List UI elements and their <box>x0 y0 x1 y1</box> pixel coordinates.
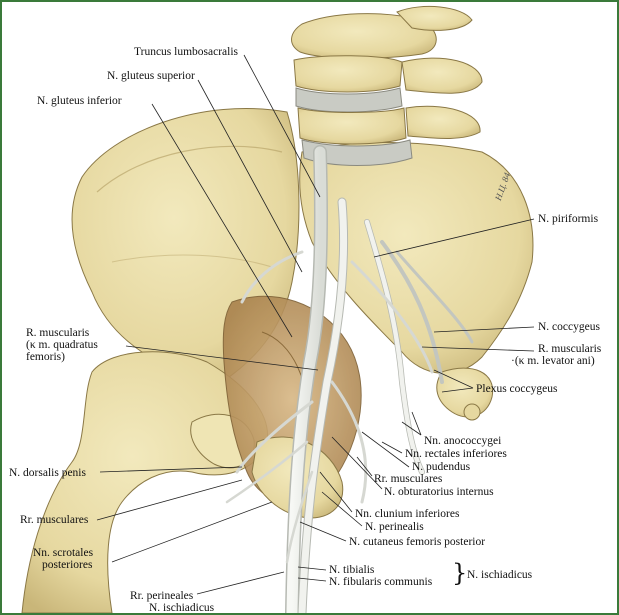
label-r-muscularis-quadratus: R. muscularis <box>26 327 90 339</box>
label-n-tibialis: N. tibialis <box>329 564 375 576</box>
label-quadratus: (κ m. quadratus <box>26 339 98 351</box>
nerve-bundles <box>225 145 474 613</box>
label-n-obturatorius-internus: N. obturatorius internus <box>384 486 494 498</box>
label-posteriores: posteriores <box>42 559 93 571</box>
label-femoris: femoris) <box>26 351 65 363</box>
label-n-pudendus: N. pudendus <box>412 461 471 473</box>
label-nn-rectales-inferiores: Nn. rectales inferiores <box>405 448 507 460</box>
label-n-fibularis-communis: N. fibularis communis <box>329 576 433 588</box>
label-n-piriformis: N. piriformis <box>538 213 599 225</box>
brace-ischiadicus: } <box>452 559 468 587</box>
label-n-gluteus-superior: N. gluteus superior <box>107 70 195 82</box>
label-n-coccygeus: N. coccygeus <box>538 321 600 333</box>
label-n-ischiadicus-brace: N. ischiadicus <box>467 569 533 581</box>
coccyx <box>436 367 494 418</box>
label-nn-anococcygei: Nn. anococcygei <box>424 435 502 447</box>
label-nn-clunium-inferiores: Nn. clunium inferiores <box>355 508 460 520</box>
label-levator-ani: ·(κ m. levator ani) <box>511 355 595 367</box>
label-n-ischiadicus-bottom: N. ischiadicus <box>149 602 215 614</box>
label-n-cutaneus-femoris-posterior: N. cutaneus femoris posterior <box>349 536 486 548</box>
label-rr-musculares-left: Rr. musculares <box>20 514 89 526</box>
label-truncus-lumbosacralis: Truncus lumbosacralis <box>134 46 239 58</box>
label-n-gluteus-inferior: N. gluteus inferior <box>37 95 122 107</box>
label-nn-scrotales: Nn. scrotales <box>33 547 94 559</box>
lumbar-vertebrae <box>291 5 483 166</box>
leader-lines <box>96 54 535 595</box>
label-rr-perineales: Rr. perineales <box>130 590 194 602</box>
label-plexus-coccygeus: Plexus coccygeus <box>476 383 558 395</box>
label-n-perinealis: N. perinealis <box>365 521 424 533</box>
label-rr-musculares-right: Rr. musculares <box>374 473 443 485</box>
label-n-dorsalis-penis: N. dorsalis penis <box>9 467 86 479</box>
label-r-muscularis-levator: R. muscularis <box>538 343 602 355</box>
